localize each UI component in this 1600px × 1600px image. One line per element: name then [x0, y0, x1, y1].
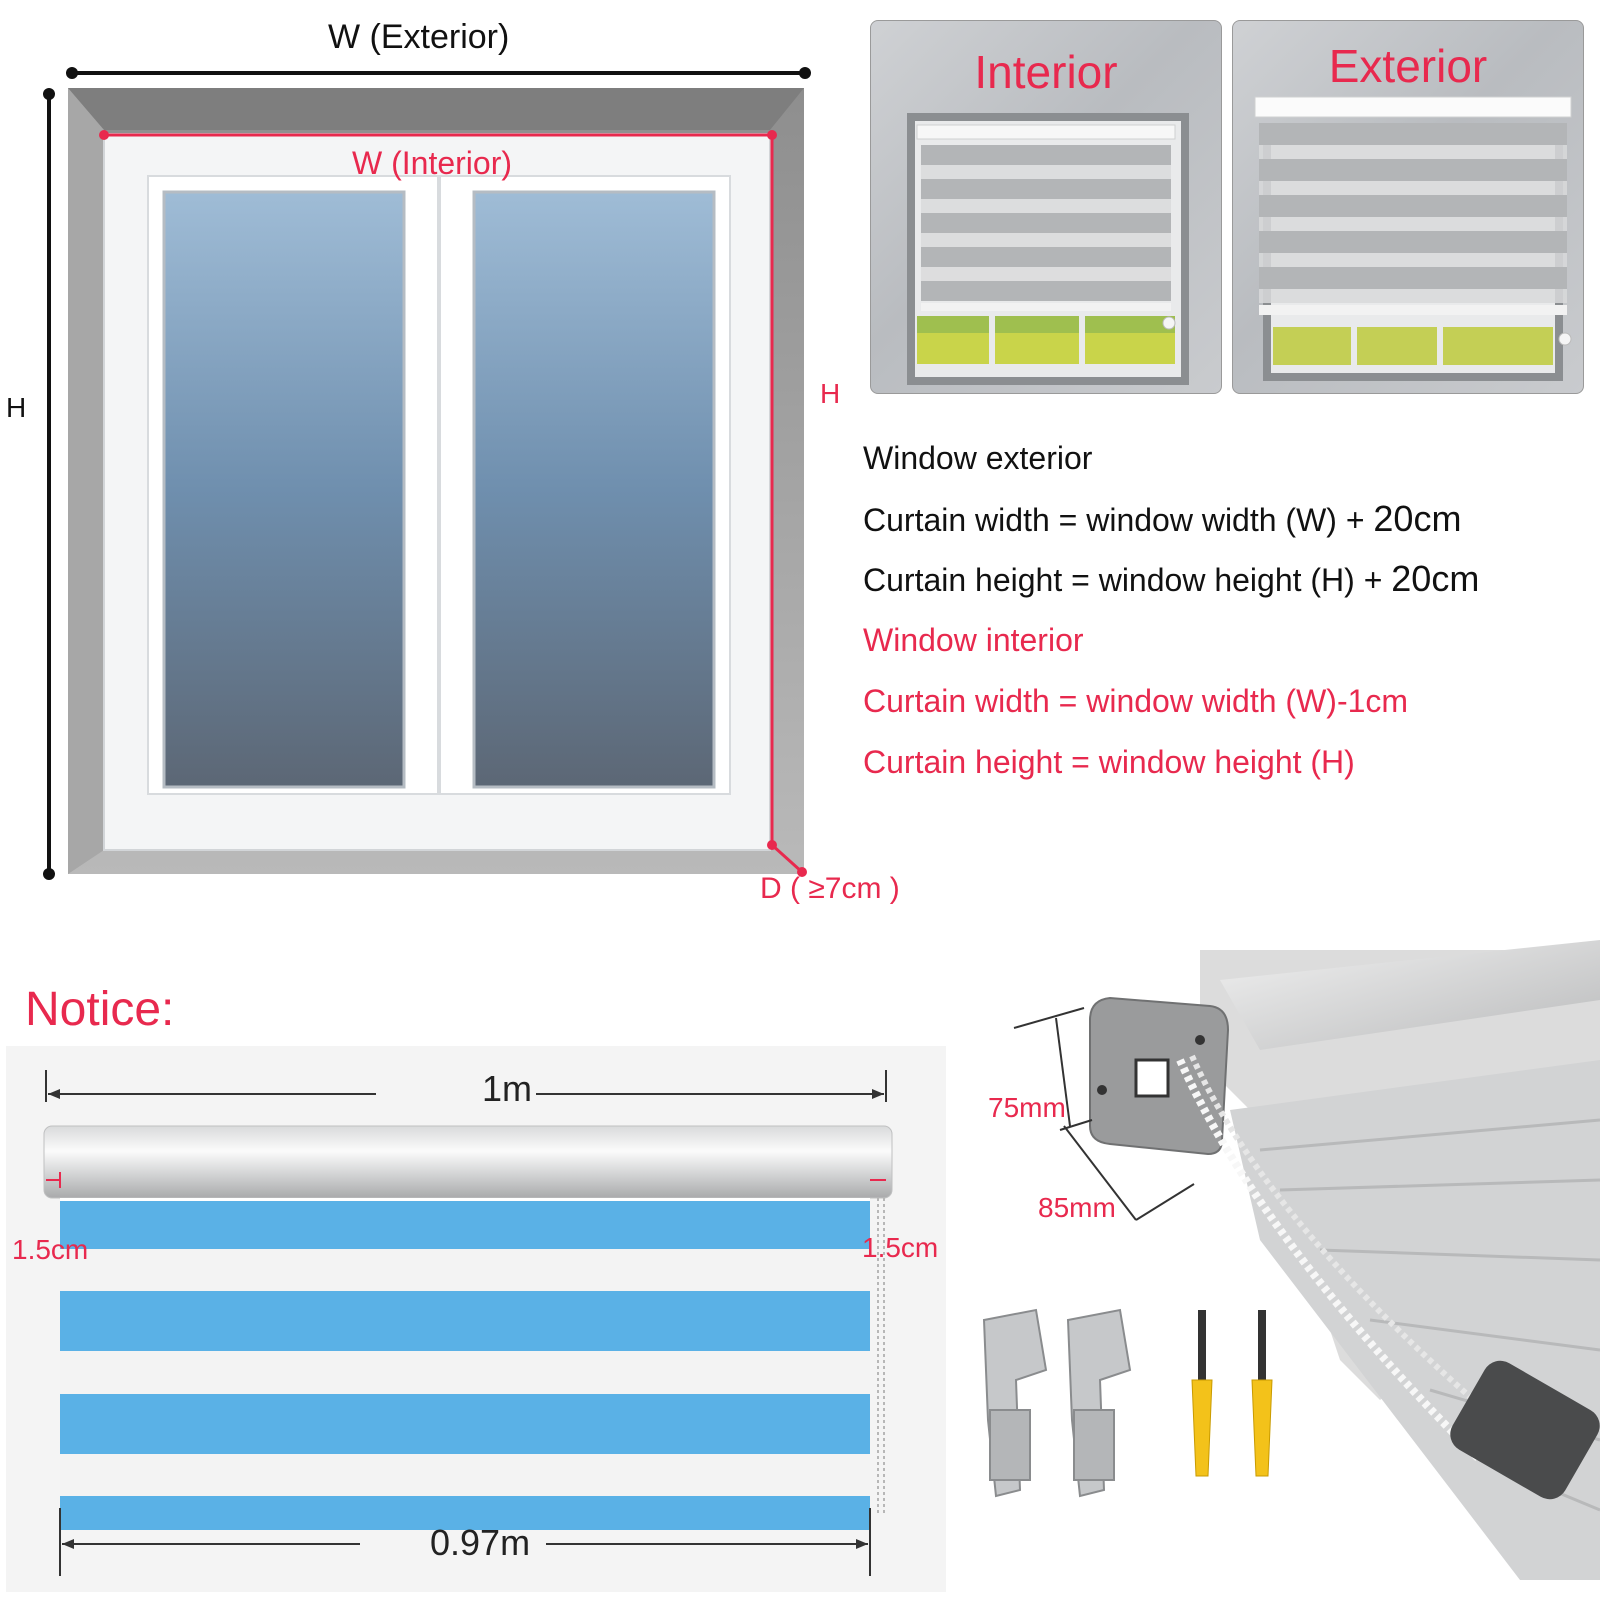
hardware-illustration — [982, 1308, 1273, 1498]
exterior-width-value: 20cm — [1373, 498, 1462, 539]
interior-width-label: W (Interior) — [352, 145, 512, 181]
right-gap-label: 1.5cm — [862, 1232, 939, 1263]
mounting-hardware — [976, 1300, 1302, 1512]
interior-photo-title: Interior — [974, 46, 1118, 98]
window-diagram: W (Exterior) W (Interior) H H D ( ≥7cm ) — [0, 0, 940, 920]
exterior-height-rule: Curtain height = window height (H) + 20c… — [863, 558, 1479, 600]
exterior-height-text: Curtain height = window height (H) + — [863, 562, 1392, 598]
bracket-right — [1066, 1308, 1132, 1498]
interior-height-label: H — [820, 378, 841, 409]
exterior-mount-photo: Exterior — [1232, 20, 1584, 394]
glass-pane-left — [162, 190, 406, 789]
depth-label: D ( ≥7cm ) — [760, 872, 900, 905]
reveal-left — [68, 88, 104, 874]
exterior-width-label: W (Exterior) — [328, 18, 510, 56]
exterior-blind-illustration — [1254, 96, 1572, 381]
reveal-top — [68, 88, 804, 130]
interior-height-rule: Curtain height = window height (H) — [863, 744, 1355, 780]
total-width-label: 1m — [482, 1068, 533, 1109]
exterior-width-text: Curtain width = window width (W) + — [863, 502, 1374, 538]
exterior-photo-title: Exterior — [1328, 40, 1488, 92]
interior-mount-photo: Interior — [870, 20, 1222, 394]
headrail-profile-illustration — [1013, 940, 1600, 1580]
interior-width-rule: Curtain width = window width (W)-1cm — [863, 683, 1409, 719]
interior-heading: Window interior — [863, 622, 1084, 658]
blind-illustration — [43, 1070, 893, 1576]
notice-heading: Notice: — [25, 983, 175, 1036]
anchor-left — [1191, 1310, 1213, 1477]
profile-height-label: 75mm — [988, 1092, 1066, 1123]
profile-depth-label: 85mm — [1038, 1192, 1116, 1223]
exterior-heading: Window exterior — [863, 440, 1093, 476]
anchor-right — [1251, 1310, 1273, 1477]
exterior-height-value: 20cm — [1391, 558, 1480, 599]
headrail-profile: 75mm 85mm — [960, 940, 1600, 1600]
headrail — [43, 1125, 893, 1199]
blind-dimension-panel: 1m 1.5cm 1.5cm 0.97m — [6, 1046, 946, 1592]
interior-blind-illustration — [907, 113, 1189, 385]
exterior-height-label: H — [6, 392, 27, 423]
left-gap-label: 1.5cm — [12, 1234, 89, 1265]
bracket-left — [982, 1308, 1048, 1498]
exterior-width-rule: Curtain width = window width (W) + 20cm — [863, 498, 1461, 540]
fabric-width-label: 0.97m — [430, 1522, 531, 1563]
fabric-stripes — [60, 1201, 870, 1530]
glass-pane-right — [472, 190, 716, 789]
window-drawing — [43, 67, 811, 880]
